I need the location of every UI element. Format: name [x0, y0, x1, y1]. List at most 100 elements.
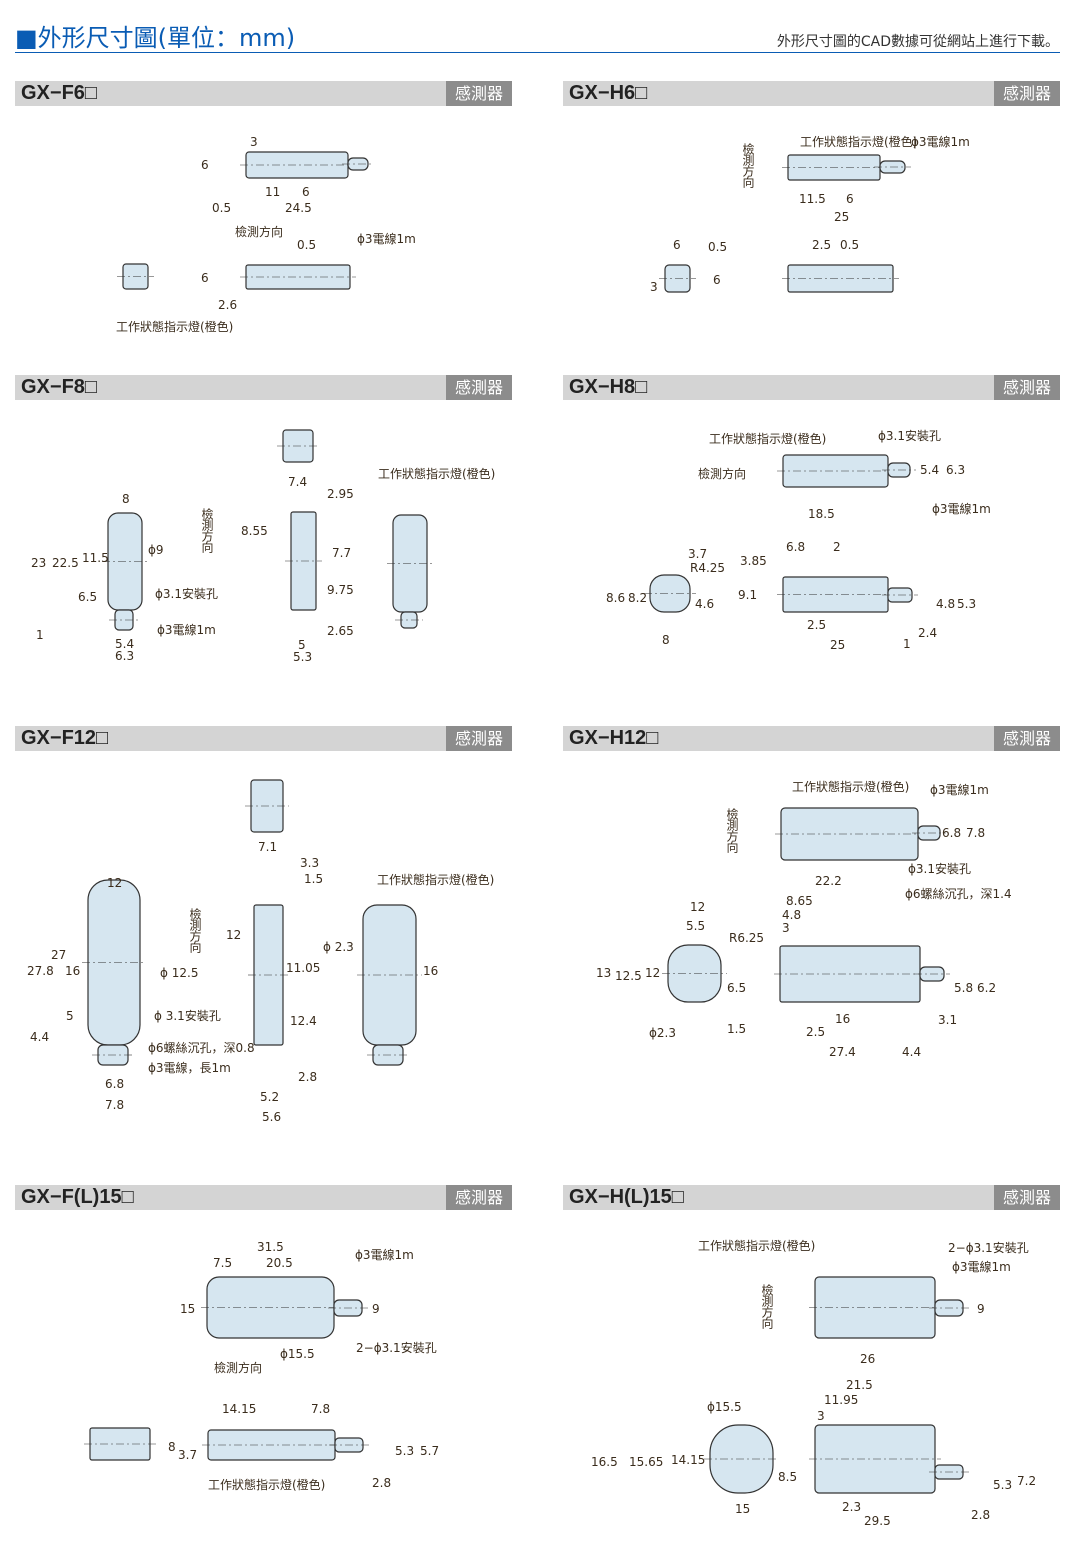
- model-name: GX−H6□: [569, 82, 648, 104]
- dimension-label: 15.65: [629, 1455, 664, 1469]
- dimension-label: 6: [846, 192, 854, 206]
- dimension-label: R4.25: [690, 561, 726, 575]
- page-title: ■外形尺寸圖(單位：mm): [15, 24, 296, 52]
- dimension-label: 12.5: [615, 969, 642, 983]
- dimension-label: 1.5: [727, 1022, 747, 1036]
- callout-label: 檢測方向: [760, 1284, 774, 1328]
- dimension-label: 3.3: [300, 856, 320, 870]
- dimension-label: 8.5: [778, 1470, 798, 1484]
- dimension-label: ϕ 12.5: [160, 966, 199, 980]
- dimension-label: 2.65: [327, 624, 354, 638]
- dimension-label: 23: [31, 556, 47, 570]
- dimension-label: 25: [830, 638, 846, 652]
- section-header-gx-h6-: GX−H6□ 感測器: [563, 81, 1060, 106]
- section-header-gx-f6-: GX−F6□感測器: [15, 81, 512, 106]
- dimension-label: 4.4: [30, 1030, 50, 1044]
- callout-label: ϕ3.1安裝孔: [878, 429, 942, 443]
- section-header-gx-h-l-15-: GX−H(L)15□感測器: [563, 1185, 1060, 1210]
- dimension-label: 2.4: [918, 626, 938, 640]
- model-name: GX−H8□: [569, 376, 648, 398]
- dimension-label: 1.5: [304, 872, 324, 886]
- dimension-label: 12: [107, 876, 123, 890]
- sensor-badge: 感測器: [994, 81, 1060, 106]
- dimension-label: 22.5: [52, 556, 79, 570]
- section-header-gx-f8-: GX−F8□感測器: [15, 375, 512, 400]
- dimension-label: 3.85: [740, 554, 767, 568]
- sensor-badge: 感測器: [446, 1185, 512, 1210]
- dimension-label: 7.2: [1017, 1474, 1037, 1488]
- sensor-outline: [780, 807, 919, 861]
- callout-label: 檢測方向: [188, 908, 202, 952]
- dimension-label: ϕ 2.3: [323, 940, 354, 954]
- dimension-label: 2.5: [806, 1025, 826, 1039]
- model-name: GX−F(L)15□: [21, 1186, 134, 1208]
- dimension-label: 6.3: [946, 463, 966, 477]
- dimension-label: ϕ2.3: [649, 1026, 676, 1040]
- dimension-label: 5.7: [420, 1444, 440, 1458]
- callout-label: 檢測方向: [741, 143, 755, 187]
- dimension-label: 5.3: [395, 1444, 415, 1458]
- dimension-label: 5.8: [954, 981, 974, 995]
- section-header-gx-h8-: GX−H8□ 感測器: [563, 375, 1060, 400]
- dimension-label: 6: [201, 271, 209, 285]
- sensor-badge: 感測器: [994, 375, 1060, 400]
- dimension-label: 5: [66, 1009, 74, 1023]
- dimension-label: 16: [423, 964, 439, 978]
- dimension-label: 24.5: [285, 201, 312, 215]
- dimension-label: 8: [122, 492, 130, 506]
- dimension-label: 0.5: [708, 240, 728, 254]
- callout-label: ϕ6螺絲沉孔，深0.8: [148, 1041, 255, 1055]
- callout-label: ϕ6螺絲沉孔，深1.4: [905, 887, 1012, 901]
- dimension-label: 4.8: [782, 908, 802, 922]
- dimension-label: 13: [596, 966, 612, 980]
- callout-label: ϕ3電線1m: [357, 232, 416, 246]
- dimension-label: 4.4: [902, 1045, 922, 1059]
- dimension-label: 2: [833, 540, 841, 554]
- dimension-label: 6: [302, 185, 310, 199]
- dimension-label: 29.5: [864, 1514, 891, 1528]
- dimension-label: 2.3: [842, 1500, 862, 1514]
- dimension-label: 14.15: [671, 1453, 706, 1467]
- callout-label: ϕ3電線1m: [157, 623, 216, 637]
- dimension-label: 2.8: [971, 1508, 991, 1522]
- dimension-label: 31.5: [257, 1240, 284, 1254]
- dimension-label: 2.8: [372, 1476, 392, 1490]
- dimension-label: 25: [834, 210, 850, 224]
- sensor-badge: 感測器: [446, 81, 512, 106]
- dimension-label: 11.5: [82, 551, 109, 565]
- callout-label: 檢測方向: [235, 225, 284, 239]
- dimension-label: ϕ15.5: [280, 1347, 315, 1361]
- dimension-label: 2.5: [812, 238, 832, 252]
- dimension-label: 27.4: [829, 1045, 856, 1059]
- dimension-label: 5.6: [262, 1110, 282, 1124]
- dimension-label: 3.7: [688, 547, 708, 561]
- dimension-label: 7.7: [332, 546, 352, 560]
- callout-label: ϕ3電線，長1m: [148, 1061, 231, 1075]
- dimension-label: 16: [65, 964, 81, 978]
- dimension-label: 16.5: [591, 1455, 618, 1469]
- dimension-label: 11.5: [799, 192, 826, 206]
- dimension-label: 6.2: [977, 981, 997, 995]
- dimension-label: 7.4: [288, 475, 308, 489]
- dimension-label: 12: [690, 900, 706, 914]
- dimension-label: 6.3: [115, 649, 135, 663]
- model-name: GX−H12□: [569, 727, 659, 749]
- dimension-label: 3: [817, 1409, 825, 1423]
- dimension-label: 1: [903, 637, 911, 651]
- callout-label: 檢測方向: [214, 1361, 263, 1375]
- dimension-label: 3: [250, 135, 258, 149]
- dimension-label: 2.6: [218, 298, 238, 312]
- dimension-label: 8.65: [786, 894, 813, 908]
- dimension-label: 8: [168, 1440, 176, 1454]
- sensor-badge: 感測器: [994, 1185, 1060, 1210]
- dimension-label: 6.8: [786, 540, 806, 554]
- dimension-label: 5.3: [293, 650, 313, 664]
- dimension-label: 27: [51, 948, 67, 962]
- dimension-label: 8: [662, 633, 670, 647]
- callout-label: 工作狀態指示燈(橙色): [378, 467, 496, 481]
- callout-label: 檢測方向: [725, 808, 739, 852]
- callout-label: 工作狀態指示燈(橙色): [800, 135, 918, 149]
- callout-label: ϕ3.1安裝孔: [155, 587, 219, 601]
- dimension-label: 8.55: [241, 524, 268, 538]
- dimension-label: ϕ15.5: [707, 1400, 742, 1414]
